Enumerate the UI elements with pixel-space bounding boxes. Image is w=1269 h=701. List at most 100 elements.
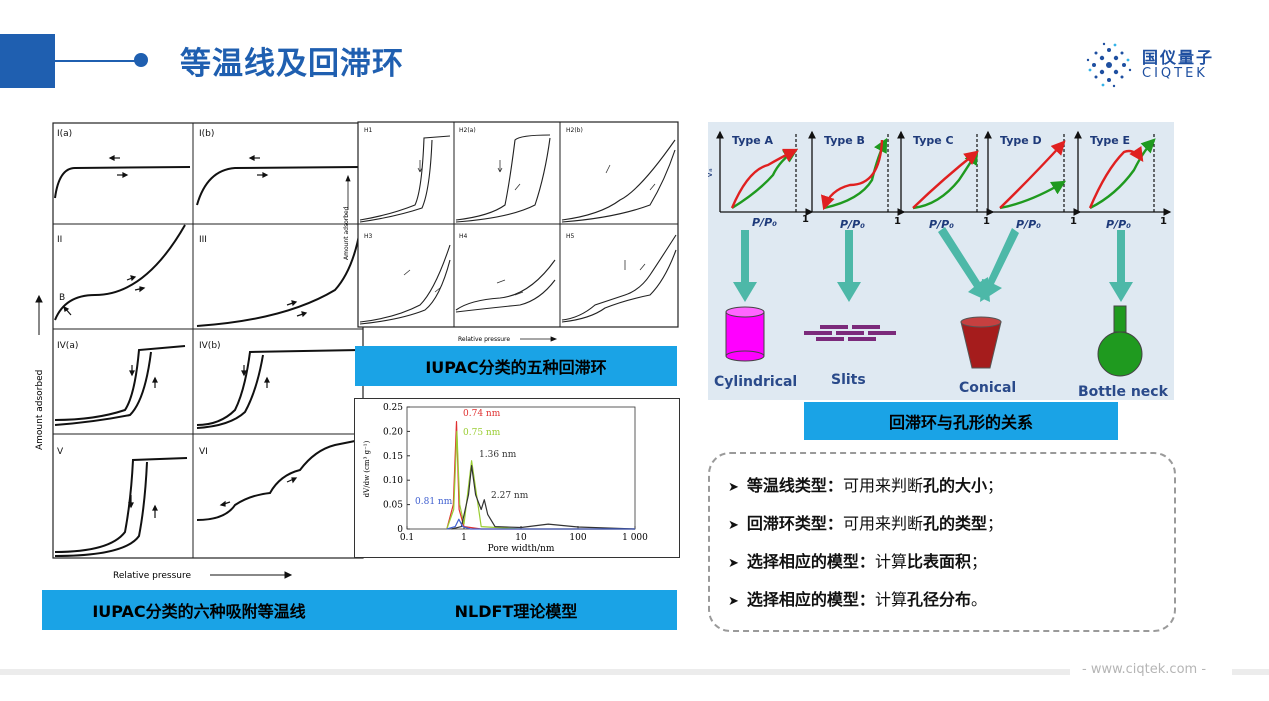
type-x-axis-label: P/P₀ (752, 216, 777, 229)
type-label: Type D (1000, 134, 1042, 147)
nldft-y-label: dV/dw (cm³ g⁻¹) (363, 440, 371, 497)
hysteresis-label-h5: H5 (566, 233, 575, 240)
bullet-end: ； (986, 476, 1003, 495)
nldft-peak-label: 0.81 nm (415, 497, 453, 507)
shape-label-conical: Conical (959, 380, 1016, 396)
type-x-end-label: 1 (983, 216, 990, 227)
bullet-end: ； (970, 552, 987, 571)
y-tick-label: 0 (397, 525, 403, 535)
logo-chinese-name: 国仪量子 (1142, 48, 1215, 67)
hysteresis-label-h1: H1 (364, 127, 373, 134)
type-x-axis-label: P/P₀ (1106, 218, 1131, 231)
bullet-label: 等温线类型 (746, 476, 827, 495)
x-tick-label: 0.1 (400, 533, 414, 543)
type-x-axis-label: P/P₀ (1016, 218, 1041, 231)
conical-pore-icon (960, 316, 1002, 369)
bullet-separator: ： (826, 476, 843, 495)
cylindrical-pore-icon (725, 306, 765, 362)
ciqtek-logo-icon (1086, 42, 1132, 88)
footer-line-left (0, 669, 1070, 675)
title-bullet-dot (134, 53, 148, 67)
isotherm-panel: I(a) I(b) II III IV(a) IV(b) V VI B (35, 122, 364, 581)
bullet-label: 回滞环类型 (746, 514, 827, 533)
nldft-plot-area (406, 406, 636, 530)
bullet-emphasis: 孔的大小 (922, 476, 987, 495)
logo-english-name: CIQTEK (1142, 66, 1208, 81)
shape-label-bottle-neck: Bottle neck (1078, 384, 1169, 400)
hysteresis-type-graph: Type D P/P₀ 1 (984, 130, 1082, 231)
hysteresis-label-h2b: H2(b) (566, 127, 583, 134)
nldft-peak-label: 2.27 nm (491, 491, 529, 501)
isotherm-label-ivb: IV(b) (199, 341, 221, 351)
pore-arrows (733, 227, 1133, 302)
bullet-separator: ： (826, 514, 843, 533)
nldft-series-line (451, 465, 636, 530)
bullet-emphasis: 孔的类型 (922, 514, 987, 533)
hysteresis-panel: H1 H2(a) H2(b) H3 H4 H5 Amount adsorbed (343, 121, 679, 343)
x-tick-label: 1 (461, 533, 467, 543)
type-x-end-label: 1 (802, 214, 809, 225)
hysteresis-label-h4: H4 (459, 233, 468, 240)
slits-pore-icon (804, 325, 896, 341)
hysteresis-label-h3: H3 (364, 233, 373, 240)
page-title: 等温线及回滞环 (180, 46, 404, 82)
shape-label-cylindrical: Cylindrical (714, 374, 797, 390)
bullet-end: ； (986, 514, 1003, 533)
type-x-axis-label: P/P₀ (929, 218, 954, 231)
type-label: Type C (913, 134, 954, 147)
y-tick-label: 0.05 (383, 501, 403, 511)
y-tick-label: 0.25 (383, 403, 403, 413)
y-tick-label: 0.15 (383, 452, 403, 462)
bullet-label: 选择相应的模型 (746, 552, 859, 571)
x-tick-label: 100 (569, 533, 586, 543)
hysteresis-type-graph: Type C P/P₀ 1 (897, 130, 995, 231)
summary-bullet: ➤回滞环类型：可用来判断孔的类型； (728, 510, 1003, 534)
bullet-arrow-icon: ➤ (728, 518, 739, 533)
type-x-end-label: 1 (894, 216, 901, 227)
isotherm-label-ib: I(b) (199, 129, 214, 139)
nldft-series-line (446, 518, 635, 530)
isotherm-label-v: V (57, 447, 64, 457)
bullet-emphasis: 孔径分布 (906, 590, 971, 609)
summary-bullet: ➤ 选择相应的模型：计算比表面积； (728, 548, 987, 572)
nldft-caption: NLDFT理论模型 (355, 590, 677, 630)
isotherm-x-label: Relative pressure (113, 571, 191, 581)
bullet-emphasis: 比表面积 (906, 552, 971, 571)
bullet-arrow-icon: ➤ (728, 594, 739, 609)
isotherm-label-vi: VI (199, 447, 208, 457)
bottle-neck-pore-icon (1097, 305, 1143, 377)
bullet-arrow-icon: ➤ (728, 556, 739, 571)
hysteresis-caption: IUPAC分类的五种回滞环 (355, 346, 677, 386)
bullet-text: 可用来判断 (842, 476, 923, 495)
type-label: Type B (824, 134, 865, 147)
bullet-separator: ： (858, 590, 875, 609)
type-x-end-label: 1 (1070, 216, 1077, 227)
summary-bullet: ➤ 等温线类型：可用来判断孔的大小； (728, 472, 1003, 496)
bullet-label: 选择相应的模型 (746, 590, 859, 609)
hysteresis-x-label: Relative pressure (458, 336, 510, 343)
bullet-text: 计算 (874, 590, 907, 609)
nldft-peak-label: 1.36 nm (479, 450, 517, 460)
nldft-peak-label: 0.75 nm (463, 428, 501, 438)
isotherm-label-ia: I(a) (57, 129, 72, 139)
y-tick-label: 0.20 (383, 427, 403, 437)
bullet-text: 计算 (874, 552, 907, 571)
nldft-x-label: Pore width/nm (488, 544, 555, 554)
type-y-axis-label: Vₐ (708, 168, 715, 178)
y-tick-label: 0.10 (383, 476, 403, 486)
isotherm-label-ii: II (57, 235, 62, 245)
footer-url: - www.ciqtek.com - (1082, 662, 1207, 677)
bullet-separator: ： (858, 552, 875, 571)
hysteresis-label-h2a: H2(a) (459, 127, 476, 134)
title-accent-line (55, 60, 139, 62)
bullet-arrow-icon: ➤ (728, 480, 739, 495)
isotherm-label-iva: IV(a) (57, 341, 78, 351)
x-tick-label: 10 (515, 533, 527, 543)
footer-line-right (1232, 669, 1269, 675)
